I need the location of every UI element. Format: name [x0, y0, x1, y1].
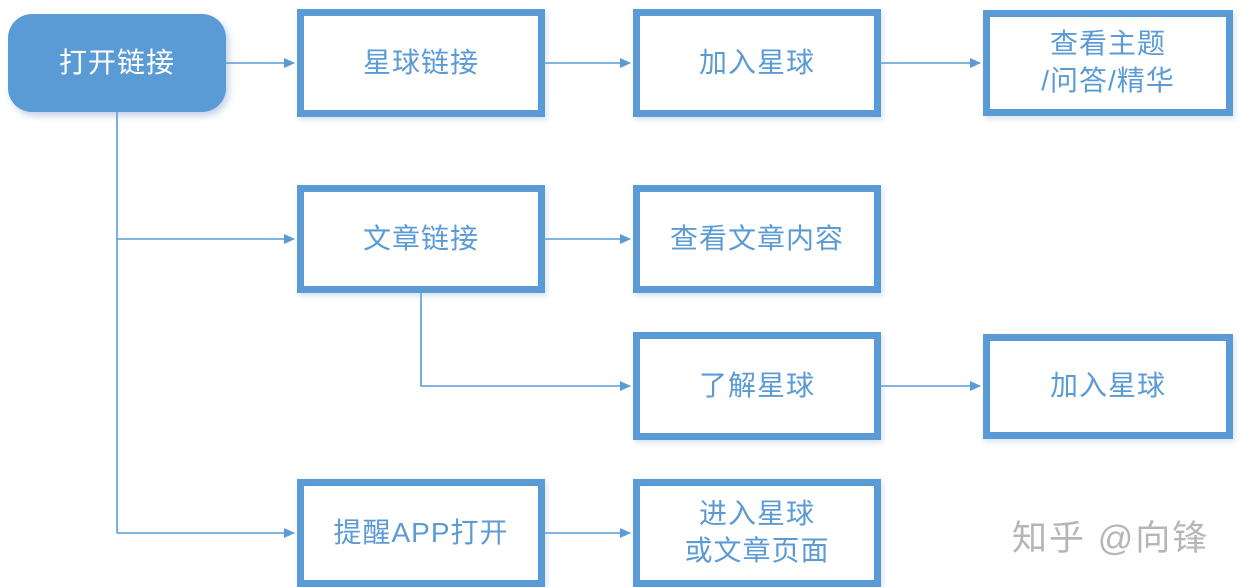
watermark: 知乎 @向锋 [1012, 519, 1210, 558]
node-enter-page: 进入星球 或文章页面 [633, 479, 881, 587]
node-article-link: 文章链接 [297, 185, 545, 293]
node-learn-planet: 了解星球 [633, 332, 881, 440]
node-open-link: 打开链接 [8, 14, 226, 112]
node-view-article: 查看文章内容 [633, 185, 881, 293]
node-remind-app: 提醒APP打开 [297, 479, 545, 587]
node-join-planet-1: 加入星球 [633, 9, 881, 117]
node-join-planet-2: 加入星球 [983, 334, 1233, 439]
node-planet-link: 星球链接 [297, 9, 545, 117]
node-view-topics: 查看主题 /问答/精华 [983, 10, 1233, 116]
connector-article-link-to-learn-planet [420, 293, 631, 391]
